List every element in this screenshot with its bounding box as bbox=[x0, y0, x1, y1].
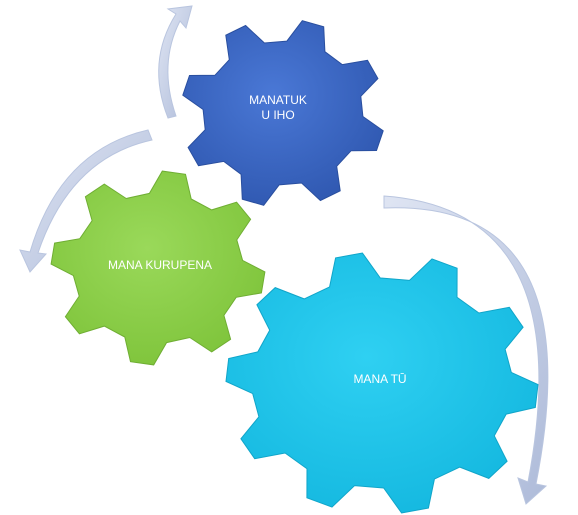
gear-green-body bbox=[50, 170, 266, 366]
gear-blue-label: MANATUK U IHO bbox=[249, 93, 307, 122]
gear-blue-body bbox=[182, 20, 384, 206]
gear-cyan-label: MANA TŪ bbox=[353, 372, 407, 386]
gear-green bbox=[50, 170, 266, 366]
arrow-left bbox=[19, 129, 153, 273]
gear-cyan-body bbox=[225, 252, 539, 514]
gear-green-label: MANA KURUPENA bbox=[107, 258, 213, 272]
cycle-arrows bbox=[19, 5, 549, 505]
gear-blue bbox=[182, 20, 384, 206]
gear-cyan bbox=[225, 252, 539, 514]
arrow-right bbox=[383, 195, 549, 505]
arrow-top bbox=[158, 5, 193, 119]
